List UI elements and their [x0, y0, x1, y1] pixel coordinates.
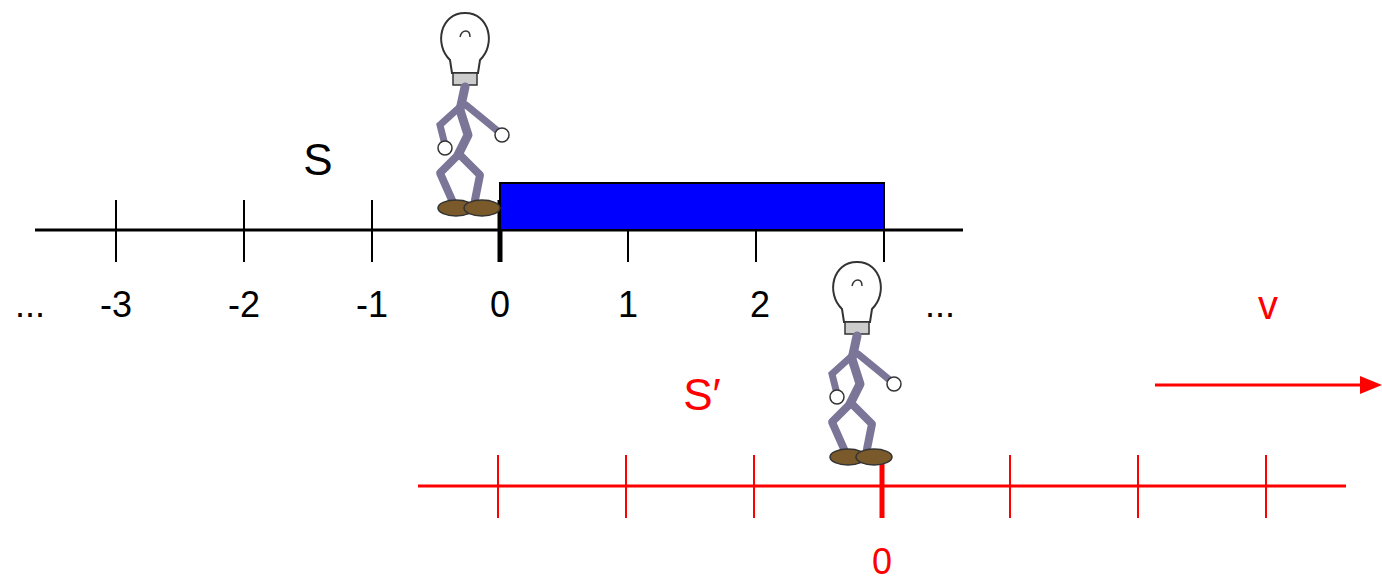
tick-label: 1 — [618, 287, 638, 323]
velocity-label: v — [1258, 285, 1278, 325]
tick-label: -2 — [228, 287, 260, 323]
rod — [500, 183, 884, 230]
tick-label: -3 — [100, 287, 132, 323]
observer-figure — [830, 262, 901, 465]
tick-label: -1 — [356, 287, 388, 323]
frame-label: S′ — [683, 373, 721, 417]
ellipsis: ... — [925, 287, 955, 323]
velocity-arrow — [1155, 384, 1362, 387]
tick-label: 0 — [872, 544, 892, 580]
frame-label: S — [303, 138, 332, 182]
arrow-head — [1360, 376, 1382, 394]
ellipsis: ... — [15, 287, 45, 323]
observer-figure — [438, 13, 509, 216]
tick-label: 2 — [750, 287, 770, 323]
tick-label: 0 — [490, 287, 510, 323]
